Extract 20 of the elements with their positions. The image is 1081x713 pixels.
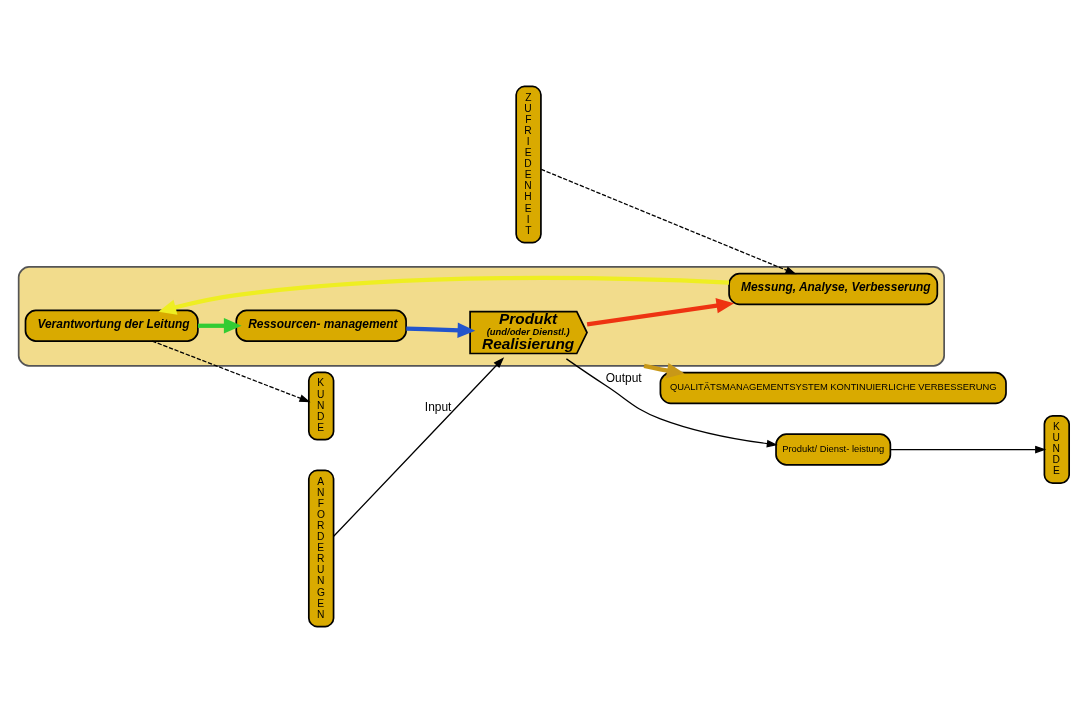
node-box: Messung, Analyse, Verbesserung bbox=[728, 272, 939, 306]
node-box: ANFORDERUNGEN bbox=[307, 469, 335, 628]
edge-label: Output bbox=[605, 371, 642, 386]
edge-label: Input bbox=[424, 400, 452, 415]
arrow bbox=[151, 340, 311, 403]
node-box: Verantwortung der Leitung bbox=[24, 309, 199, 342]
node-box: QUALITÄTSMANAGEMENTSYSTEM KONTINUIERLICHE VERBESSERUNG bbox=[659, 371, 1007, 405]
node-box: KUNDE bbox=[307, 371, 335, 441]
arrow bbox=[586, 298, 735, 327]
arrow bbox=[197, 318, 242, 334]
node-box: Produkt/ Dienst- leistung bbox=[775, 433, 892, 466]
arrow bbox=[406, 322, 476, 338]
arrow bbox=[158, 275, 730, 315]
arrow bbox=[540, 168, 797, 275]
arrow bbox=[889, 445, 1047, 454]
arrow bbox=[333, 357, 505, 537]
arrow bbox=[643, 362, 685, 379]
node-box: Ressourcen- management bbox=[235, 309, 407, 342]
node-box: KUNDE bbox=[1043, 414, 1070, 485]
node-box: ZUFRIEDENHEIT bbox=[515, 85, 542, 244]
